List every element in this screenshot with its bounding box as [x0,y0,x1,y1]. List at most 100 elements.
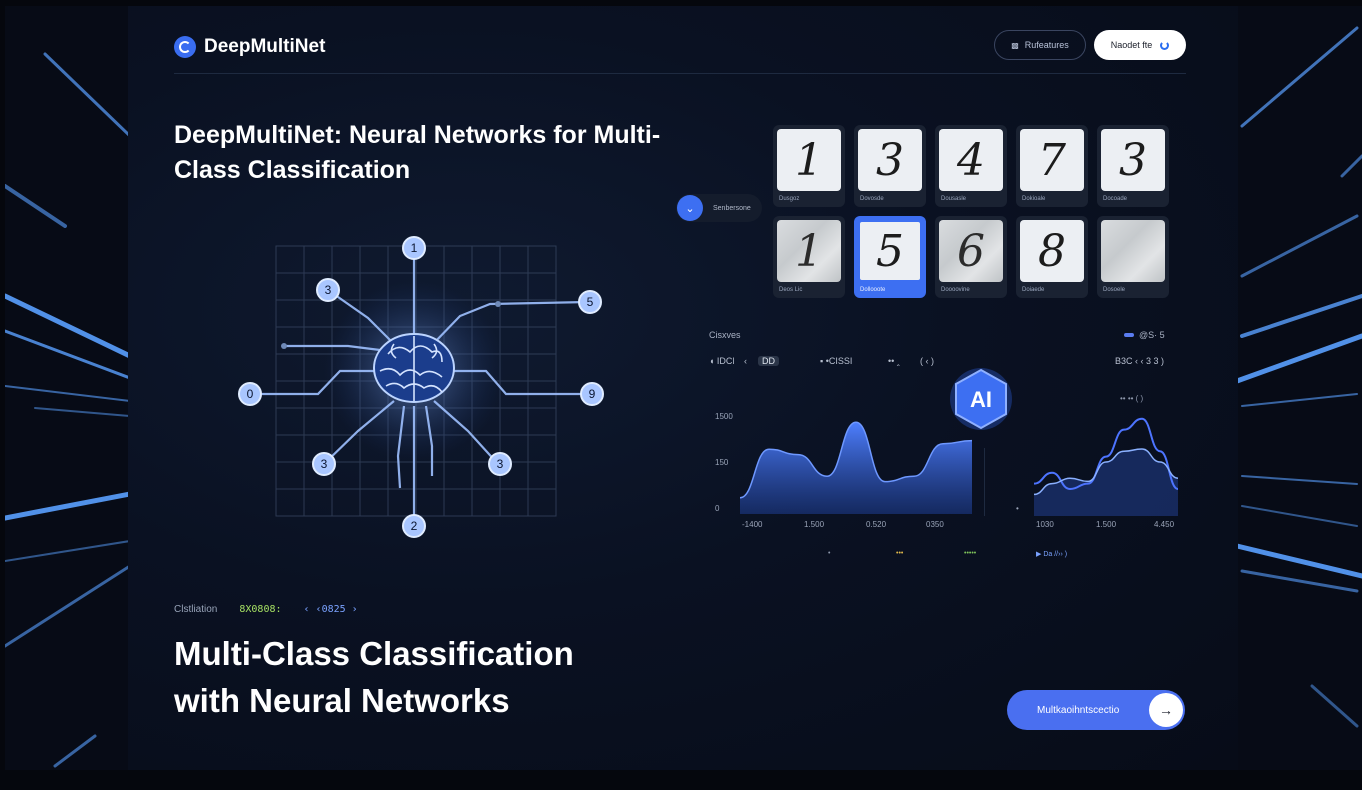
analytics-panel: Cisxves @S· 5 ◖ IDCl ‹ DD ▪ •CISSI •• ‸ … [706,324,1186,574]
legend-item: ••• [896,550,904,557]
secondary-nav-button[interactable]: ▩ Rufeatures [994,30,1086,60]
legend-swatch [1124,333,1134,337]
sample-caption: Dollooote [860,287,886,293]
classification-value: 8X0808: [239,604,282,615]
cta-button-label: Multkaoihntscectio [1037,704,1120,716]
area-series-fill [740,422,972,514]
digit-image: 6 [939,220,1003,282]
output-node [580,382,604,406]
x-tick-label: 1.500 [1096,520,1117,529]
line-series-b [1034,448,1178,496]
neural-network-diagram: 1 3 5 0 9 3 3 2 [238,236,604,538]
digit-image: 3 [858,129,922,191]
hero-title: DeepMultiNet: Neural Networks for Multi-… [174,121,661,184]
output-node [578,290,602,314]
sample-caption: Dovosde [860,196,884,202]
chip-label: Senbersone [713,204,751,212]
y-tick-dot: • [1016,504,1019,513]
sample-caption: Dosoele [1103,287,1126,293]
cta-button[interactable]: Multkaoihntscectio → [1007,690,1185,730]
y-tick-label: 0 [715,504,720,513]
sample-card[interactable]: Dosoele [1097,216,1169,298]
digit-image: 1 [777,220,841,282]
line-series-a [1034,417,1178,491]
brand-logo-icon [174,36,196,58]
legend-item: ••••• [964,550,977,557]
digit-image [1101,220,1165,282]
node-label: 2 [411,519,418,533]
classification-label: Clstliation [174,604,218,615]
button-icon: ▩ [1011,40,1019,50]
node-label: 5 [587,295,594,309]
x-tick-label: 4.450 [1154,520,1175,529]
sample-caption: Docoade [1103,196,1128,202]
loading-spinner-icon [1160,40,1170,50]
x-tick-label: 1030 [1036,520,1054,529]
section-title: Multi-Class Classification with Neural N… [174,635,574,719]
digit-image: 4 [939,129,1003,191]
top-navigation-bar: DeepMultiNet ▩ Rufeatures Naodet fte [174,30,1186,74]
analytics-title: Cisxves [709,330,741,340]
output-node [402,514,426,538]
sample-caption: Dusgoz [779,196,800,202]
node-label: 0 [247,387,254,401]
sample-caption: Dousasle [941,196,967,202]
chart-divider [984,448,985,516]
digit-image: 1 [777,129,841,191]
metric-item: ▪ •CISSI [820,356,853,366]
line-series-fill [1034,449,1178,516]
area-chart [740,421,972,514]
x-tick-label: 0.520 [866,520,887,529]
right-light-streaks [1232,6,1362,770]
arrow-right-icon: → [1149,693,1183,727]
area-series-line [740,421,972,499]
dropdown-chip[interactable]: ⌄ Senbersone [676,194,762,222]
line-chart [1034,417,1178,516]
digit-image: 3 [1101,129,1165,191]
metric-item: ◖ IDCl [709,356,735,366]
chart-legend: •• •• ( ) [1120,394,1144,403]
x-tick-label: 0350 [926,520,944,529]
brand-name: DeepMultiNet [204,36,326,57]
left-light-streaks [5,6,135,770]
primary-nav-button-label: Naodet fte [1110,40,1153,50]
metric-item: B3C ‹ ‹ 3 3 ) [1115,356,1165,366]
sample-caption: Deos Lic [779,287,803,293]
metric-item: ( ‹ ) [920,356,934,366]
node-label: 3 [325,283,332,297]
ai-badge-label: AI [970,387,992,412]
output-node [316,278,340,302]
sample-caption: Doooovine [941,287,970,293]
brand[interactable]: DeepMultiNet [174,36,325,58]
classification-code: ‹ ‹0825 › [303,604,358,615]
classification-status: Clstliation 8X0808: ‹ ‹0825 › [174,604,358,615]
chevron-down-icon: ⌄ [677,195,703,221]
metric-pill[interactable]: DD [758,356,779,366]
x-tick-label: 1.500 [804,520,825,529]
node-label: 9 [589,387,596,401]
sample-caption: Dokioale [1022,196,1046,202]
digit-image: 5 [858,220,922,282]
x-tick-label: -1400 [742,520,763,529]
output-node [238,382,262,406]
analytics-legend-label: @S· 5 [1139,330,1165,340]
output-node [488,452,512,476]
node-label: 1 [411,241,418,255]
ai-badge: AI [950,368,1012,430]
metric-item: •• ‸ [888,356,900,366]
legend-item: ▶ Da //›› ) [1036,551,1068,558]
brain-icon [373,333,455,403]
primary-nav-button[interactable]: Naodet fte [1094,30,1186,60]
sample-caption: Doiaede [1022,287,1045,293]
y-tick-label: 150 [715,458,729,467]
node-label: 3 [321,457,328,471]
